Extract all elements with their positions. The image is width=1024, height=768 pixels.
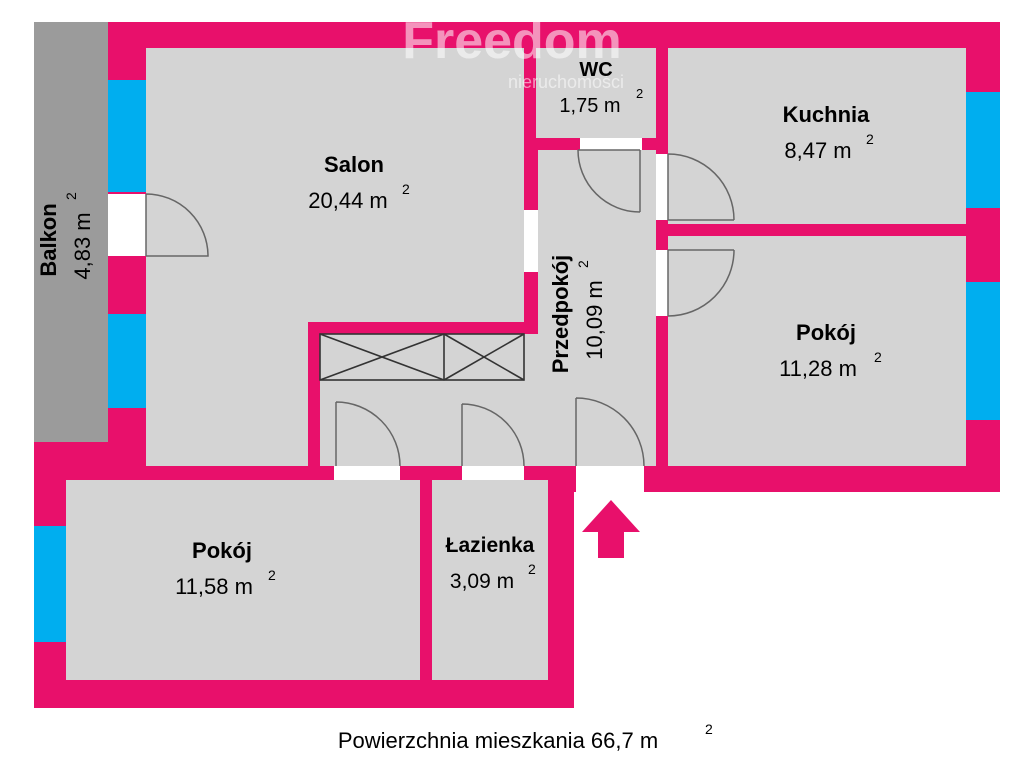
opening-lazienka — [462, 466, 524, 480]
total-area: Powierzchnia mieszkania 66,7 m — [338, 728, 658, 753]
room-wc-floor — [536, 48, 656, 138]
window-pokoj-left — [34, 526, 66, 642]
balkon-area: 4,83 m — [70, 212, 95, 279]
salon-name: Salon — [324, 152, 384, 177]
arrow-up-icon — [582, 500, 640, 558]
pokoj-left-area-sup: 2 — [268, 567, 276, 583]
opening-wc — [580, 138, 642, 150]
wc-name: WC — [579, 59, 612, 81]
door-swing-wc — [577, 149, 641, 213]
wardrobe — [319, 333, 525, 381]
door-swing-lazienka — [461, 403, 525, 467]
wc-area: 1,75 m — [559, 95, 620, 117]
labels: Salon 20,44 m 2 WC 1,75 m 2 Kuchnia 8,47… — [36, 59, 882, 753]
door-swing-kuchnia — [667, 153, 735, 221]
room-salon-floor — [146, 48, 524, 466]
balkon-area-sup: 2 — [63, 192, 79, 200]
window-kuchnia — [966, 92, 1000, 208]
door-swing-entrance — [575, 397, 645, 467]
salon-area-sup: 2 — [402, 181, 410, 197]
door-openings — [108, 138, 668, 492]
door-swing-pokoj-right — [667, 249, 735, 317]
room-kuchnia-floor — [668, 48, 966, 224]
wardrobe-x-2b — [443, 333, 525, 381]
pokoj-right-area-sup: 2 — [874, 349, 882, 365]
wardrobe-frame — [319, 333, 525, 381]
door-swings — [145, 149, 735, 467]
kuchnia-area-sup: 2 — [866, 131, 874, 147]
opening-kuchnia — [656, 154, 668, 220]
balkon-name: Balkon — [36, 203, 61, 276]
pokoj-right-name: Pokój — [796, 320, 856, 345]
opening-salon-hall — [524, 210, 538, 272]
pokoj-left-name: Pokój — [192, 538, 252, 563]
windows — [34, 80, 1000, 642]
przedpokoj-name: Przedpokój — [548, 255, 573, 374]
salon-area: 20,44 m — [308, 188, 388, 213]
kuchnia-area: 8,47 m — [784, 138, 851, 163]
wardrobe-x-1b — [319, 333, 445, 381]
room-floors — [34, 22, 966, 680]
opening-balkon-salon — [108, 194, 146, 256]
room-balkon-floor — [34, 22, 108, 442]
window-salon-top — [108, 80, 146, 192]
watermark: Freedom nieruchomości — [402, 12, 624, 92]
lazienka-area-sup: 2 — [528, 561, 536, 577]
room-lazienka-floor — [432, 480, 548, 680]
room-przedpokoj-floor — [320, 150, 656, 466]
pokoj-right-area: 11,28 m — [779, 356, 857, 381]
room-pokoj-left-floor — [66, 480, 420, 680]
door-swing-balkon — [145, 193, 209, 257]
watermark-sub: nieruchomości — [508, 72, 624, 92]
przedpokoj-area: 10,09 m — [582, 280, 607, 360]
room-pokoj-right-floor — [668, 236, 966, 466]
przedpokoj-area-sup: 2 — [575, 260, 591, 268]
watermark-brand: Freedom — [402, 12, 622, 70]
opening-pokoj-right — [656, 250, 668, 316]
lazienka-name: Łazienka — [446, 534, 535, 557]
door-swing-pokoj-left — [335, 401, 401, 467]
wc-area-sup: 2 — [636, 86, 643, 101]
opening-entrance — [576, 466, 644, 492]
total-area-sup: 2 — [705, 721, 713, 737]
lazienka-area: 3,09 m — [450, 570, 514, 593]
window-salon-bottom — [108, 314, 146, 408]
kuchnia-name: Kuchnia — [783, 102, 871, 127]
window-pokoj-right — [966, 282, 1000, 420]
opening-pokoj-left — [334, 466, 400, 480]
pokoj-left-area: 11,58 m — [175, 574, 253, 599]
